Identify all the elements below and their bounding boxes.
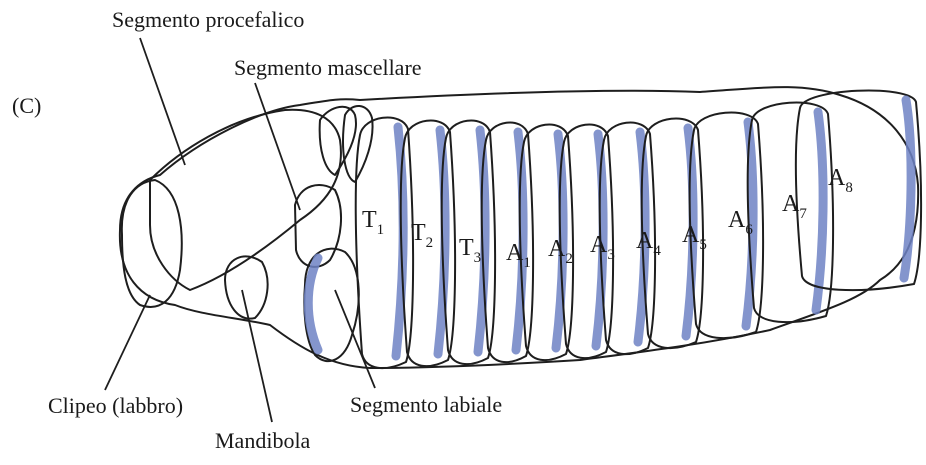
label-procephalic: Segmento procefalico [112, 7, 304, 32]
segment-label: T3 [459, 235, 481, 266]
labial-stripe [308, 258, 318, 350]
segment-stripe [816, 112, 823, 310]
segment-stripe [904, 100, 911, 278]
leader-labial [335, 290, 375, 388]
label-maxillary: Segmento mascellare [234, 55, 422, 80]
label-labial: Segmento labiale [350, 392, 502, 417]
leader-procephalic [140, 38, 185, 165]
segment-label: T2 [411, 220, 433, 251]
panel-label: (C) [12, 93, 41, 118]
leader-mandible [242, 290, 272, 422]
leader-clypeus [105, 295, 150, 390]
label-clypeus: Clipeo (labbro) [48, 393, 183, 418]
label-mandible: Mandibola [215, 428, 311, 453]
segment-label: A7 [782, 191, 807, 222]
leader-maxillary [255, 83, 300, 210]
segment-label: T1 [362, 207, 384, 238]
